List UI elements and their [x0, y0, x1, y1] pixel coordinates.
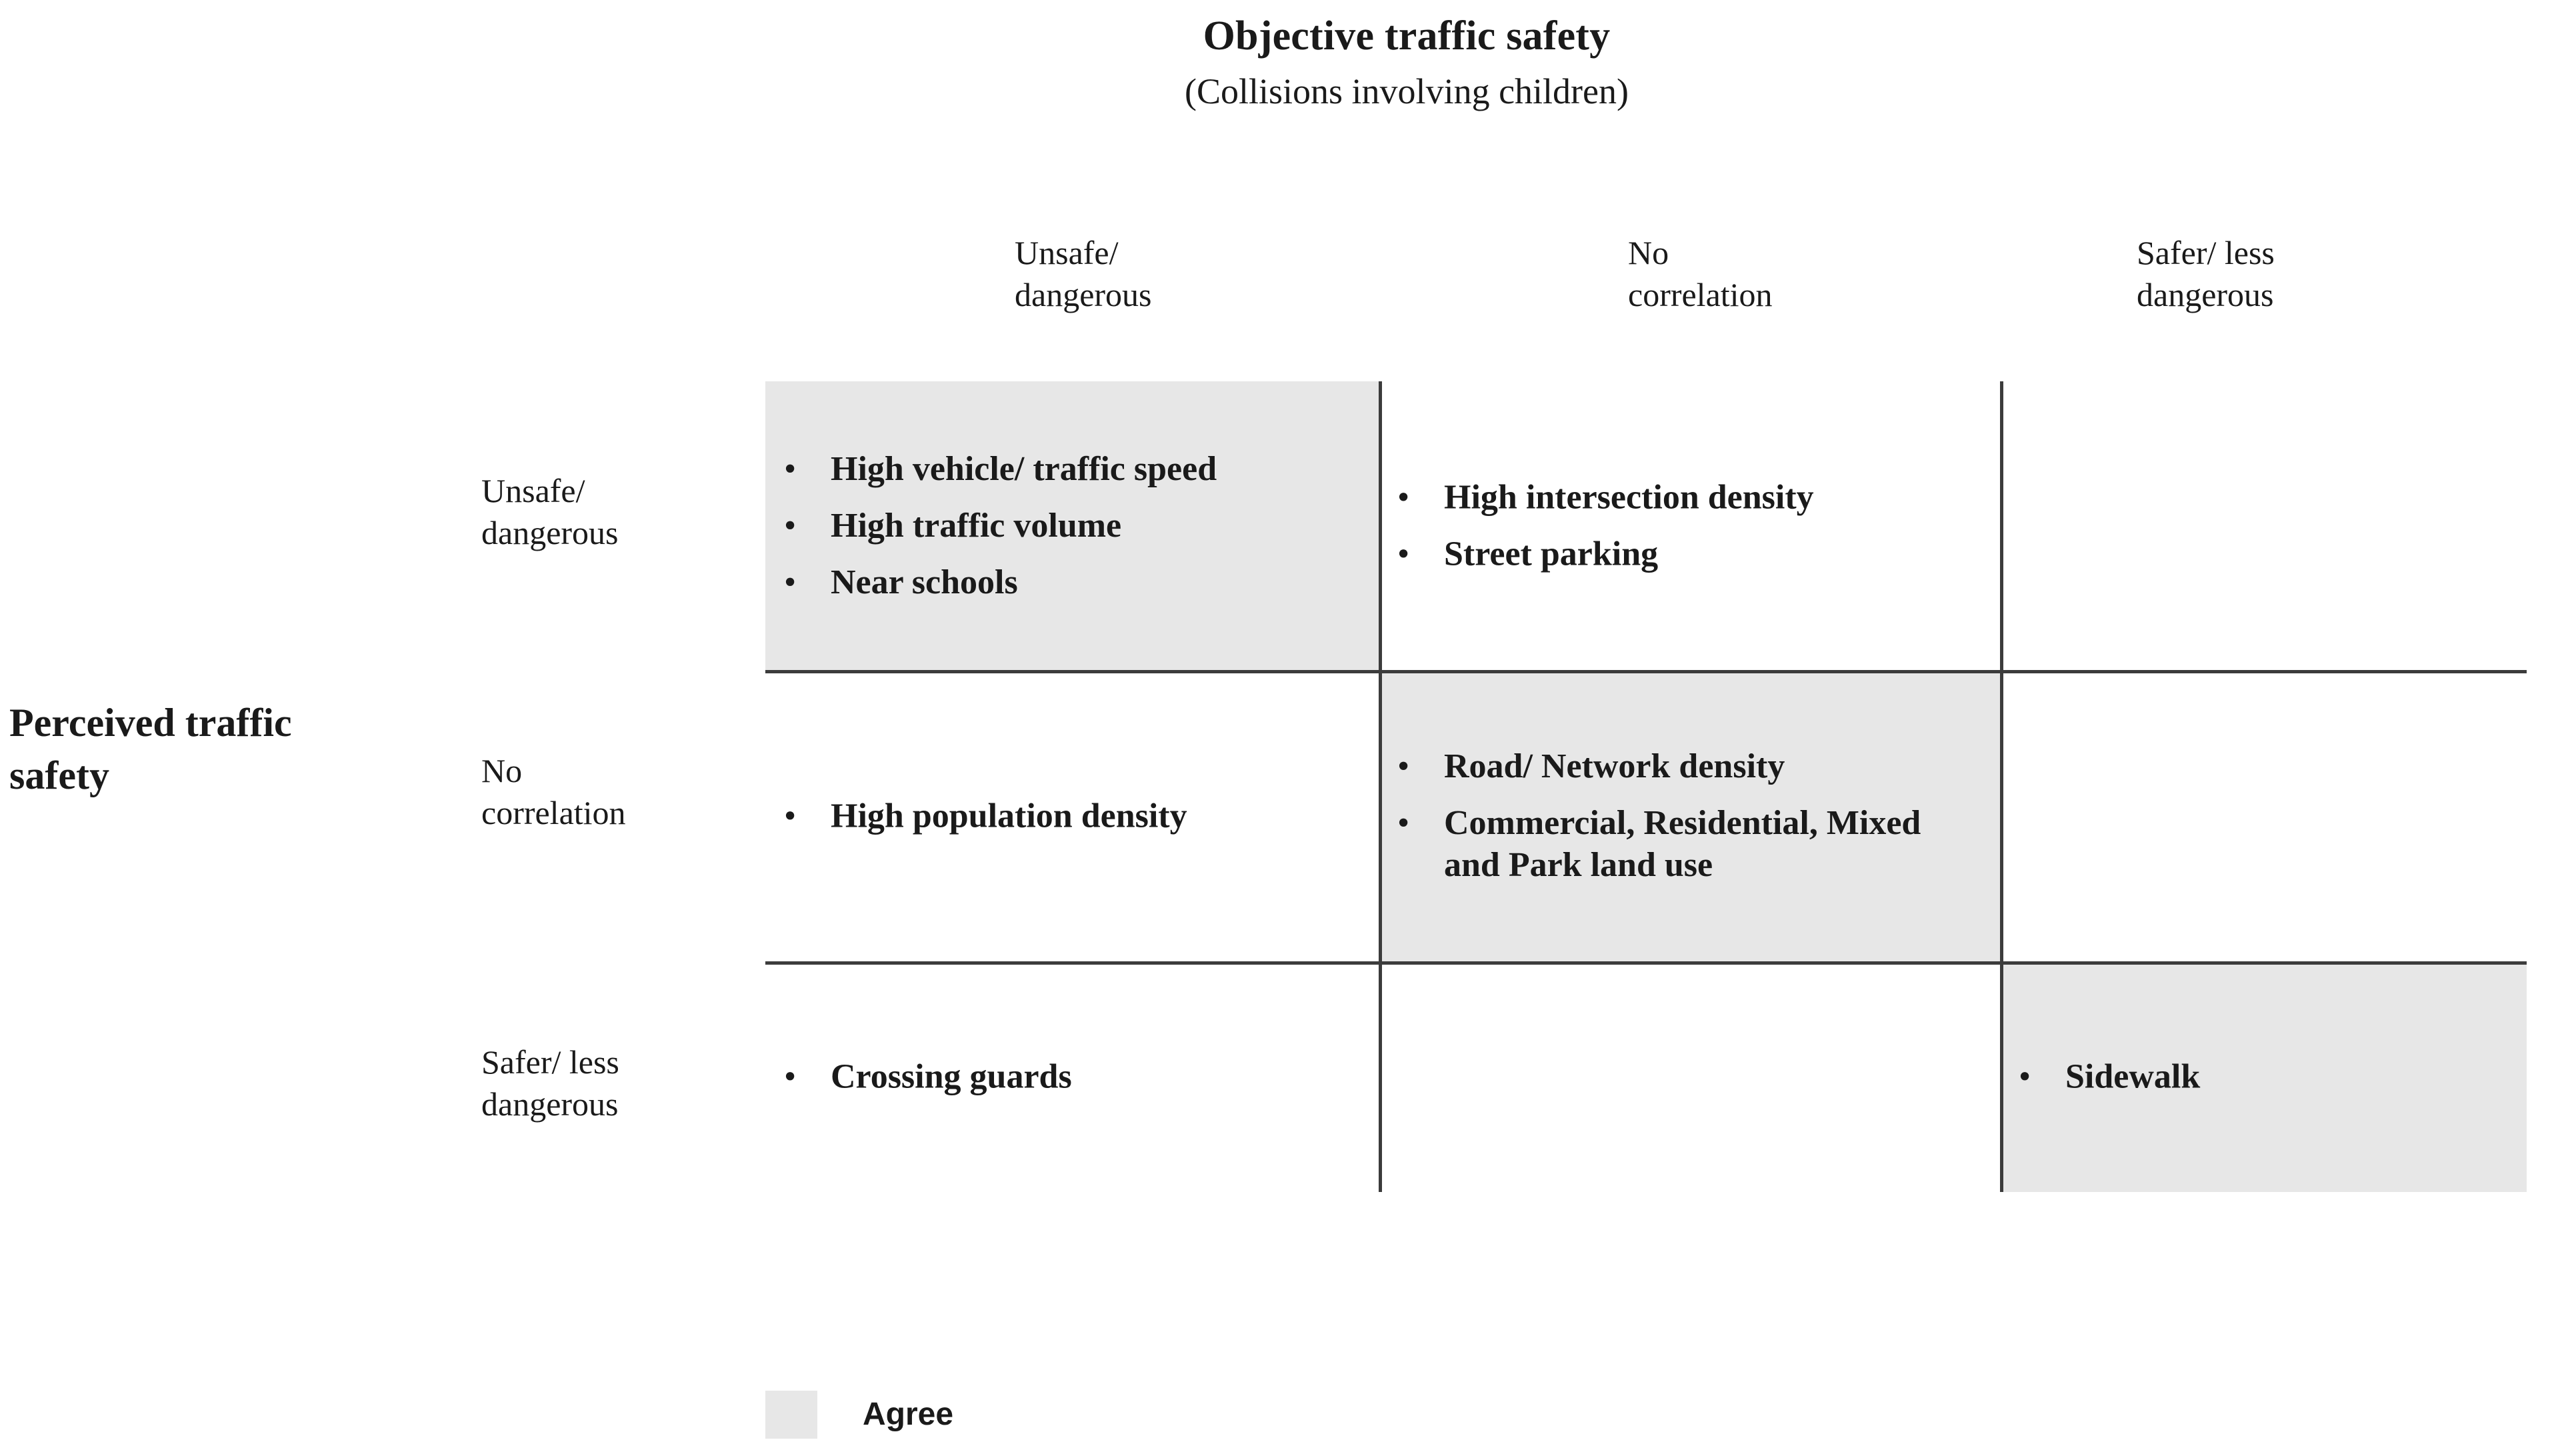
matrix-cell — [1379, 961, 2000, 1192]
bullet-icon: • — [1397, 747, 1410, 785]
page-subtitle: (Collisions involving children) — [1185, 71, 1629, 112]
cell-bullet-list: • Sidewalk — [2000, 1055, 2527, 1097]
list-item: • Commercial, Residential, Mixed and Park… — [1393, 802, 1983, 887]
list-item: • High intersection density — [1393, 476, 1983, 518]
legend-swatch-agree — [765, 1391, 817, 1439]
bullet-icon: • — [784, 506, 797, 545]
bullet-icon: • — [2019, 1057, 2031, 1096]
list-item: • High population density — [780, 795, 1361, 837]
list-item: • Street parking — [1393, 533, 1983, 575]
row-header-no-correlation: No correlation — [481, 752, 626, 831]
page-title: Objective traffic safety — [1203, 13, 1611, 59]
column-header-safer-less-dangerous: Safer/ less dangerous — [2137, 234, 2275, 313]
column-header-no-correlation: No correlation — [1628, 234, 1773, 313]
list-item: • Road/ Network density — [1393, 745, 1983, 787]
matrix-cell: • High population density — [765, 670, 1379, 961]
cell-bullet-list: • High vehicle/ traffic speed • High traffi… — [765, 447, 1379, 603]
grid-horizontal-rule — [765, 670, 2527, 673]
bullet-icon: • — [1397, 478, 1410, 517]
matrix-cell — [2000, 670, 2527, 961]
bullet-icon: • — [784, 449, 797, 488]
list-item-label: Road/ Network density — [1444, 747, 1785, 785]
list-item-label: Near schools — [831, 563, 1018, 602]
row-header-safer-less-dangerous: Safer/ less dangerous — [481, 1043, 619, 1123]
list-item: • Near schools — [780, 561, 1361, 603]
list-item: • High vehicle/ traffic speed — [780, 447, 1361, 489]
row-header-unsafe-dangerous: Unsafe/ dangerous — [481, 472, 619, 551]
chart-title-block: Objective traffic safety (Collisions inv… — [773, 12, 2040, 113]
cell-bullet-list: • Crossing guards — [765, 1055, 1379, 1097]
bullet-icon: • — [1397, 535, 1410, 573]
list-item: • Sidewalk — [2015, 1055, 2509, 1097]
matrix-cell: • Sidewalk — [2000, 961, 2527, 1192]
cell-bullet-list: • High intersection density • Street parkin… — [1379, 476, 2000, 575]
bullet-icon: • — [784, 563, 797, 602]
list-item: • Crossing guards — [780, 1055, 1361, 1097]
bullet-icon: • — [1397, 803, 1410, 842]
list-item-label: High population density — [831, 796, 1187, 835]
legend: Agree — [765, 1391, 953, 1439]
matrix-cell: • High intersection density • Street parkin… — [1379, 381, 2000, 670]
legend-label-agree: Agree — [863, 1397, 954, 1432]
matrix-grid: • High vehicle/ traffic speed • High traffi… — [765, 381, 2527, 1192]
grid-vertical-rule — [1379, 381, 1382, 1192]
grid-horizontal-rule — [765, 961, 2527, 965]
matrix-cell: • Crossing guards — [765, 961, 1379, 1192]
matrix-cell — [2000, 381, 2527, 670]
list-item-label: Sidewalk — [2065, 1057, 2201, 1096]
list-item-label: Commercial, Residential, Mixed and Park … — [1444, 803, 1921, 885]
cell-bullet-list: • Road/ Network density • Commercial, Resid… — [1379, 745, 2000, 886]
matrix-cell: • Road/ Network density • Commercial, Resid… — [1379, 670, 2000, 961]
list-item-label: High vehicle/ traffic speed — [831, 449, 1217, 488]
grid-vertical-rule — [2000, 381, 2003, 1192]
column-header-unsafe-dangerous: Unsafe/ dangerous — [1015, 234, 1152, 313]
list-item: • High traffic volume — [780, 505, 1361, 547]
cell-bullet-list: • High population density — [765, 795, 1379, 837]
list-item-label: Crossing guards — [831, 1057, 1072, 1096]
matrix-cell: • High vehicle/ traffic speed • High traffi… — [765, 381, 1379, 670]
list-item-label: High intersection density — [1444, 478, 1814, 517]
y-axis-title: Perceived traffic safety — [9, 701, 292, 798]
list-item-label: Street parking — [1444, 535, 1659, 573]
list-item-label: High traffic volume — [831, 506, 1122, 545]
bullet-icon: • — [784, 796, 797, 835]
bullet-icon: • — [784, 1057, 797, 1096]
